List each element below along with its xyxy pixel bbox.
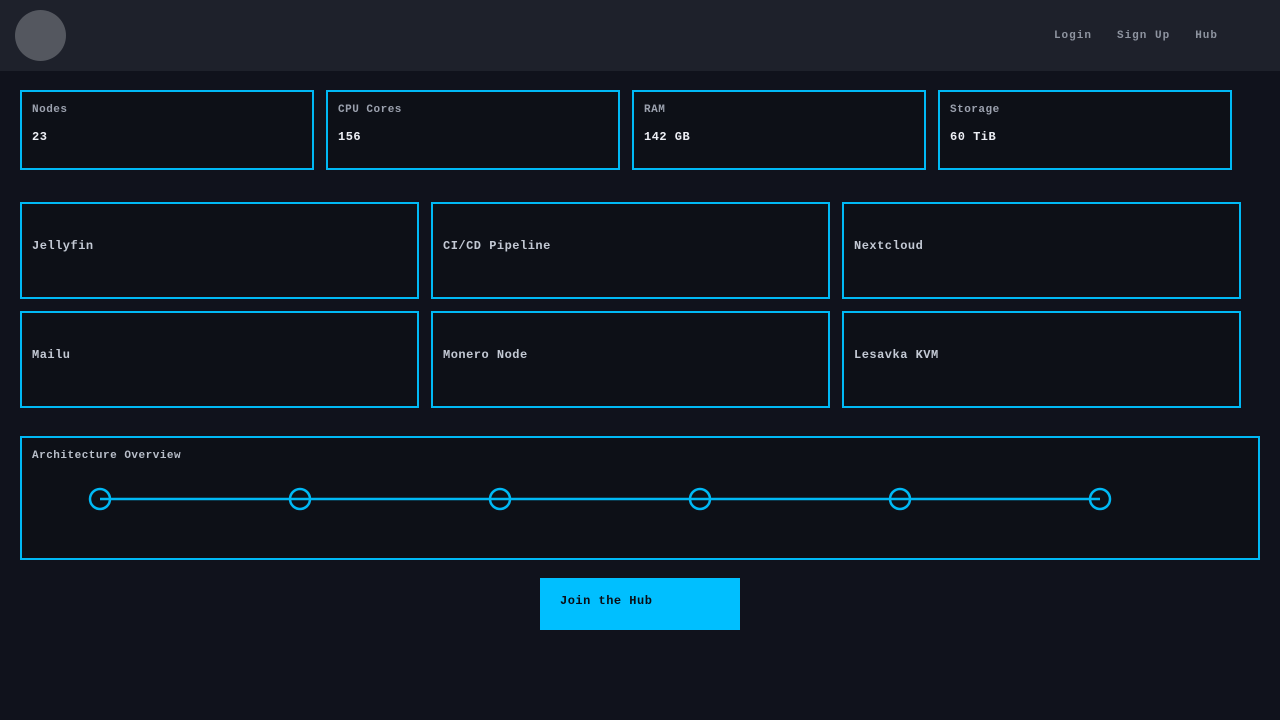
service-label: Mailu bbox=[32, 348, 71, 362]
stats-row: Nodes 23 CPU Cores 156 RAM 142 GB Storag… bbox=[20, 90, 1232, 170]
service-label: Monero Node bbox=[443, 348, 528, 362]
stat-label: Nodes bbox=[32, 104, 302, 116]
architecture-diagram bbox=[22, 438, 1258, 558]
service-card-cicd-pipeline[interactable]: CI/CD Pipeline bbox=[431, 202, 830, 299]
stat-value: 142 GB bbox=[644, 130, 914, 144]
service-card-monero-node[interactable]: Monero Node bbox=[431, 311, 830, 408]
nav-links: Login Sign Up Hub bbox=[1054, 30, 1218, 42]
avatar[interactable] bbox=[15, 10, 66, 61]
service-card-mailu[interactable]: Mailu bbox=[20, 311, 419, 408]
stat-label: CPU Cores bbox=[338, 104, 608, 116]
stat-value: 156 bbox=[338, 130, 608, 144]
service-label: Jellyfin bbox=[32, 239, 94, 253]
stat-card-storage: Storage 60 TiB bbox=[938, 90, 1232, 170]
stat-value: 60 TiB bbox=[950, 130, 1220, 144]
architecture-overview-card: Architecture Overview bbox=[20, 436, 1260, 560]
service-label: CI/CD Pipeline bbox=[443, 239, 551, 253]
service-card-lesavka-kvm[interactable]: Lesavka KVM bbox=[842, 311, 1241, 408]
stat-card-nodes: Nodes 23 bbox=[20, 90, 314, 170]
nav-link-hub[interactable]: Hub bbox=[1195, 30, 1218, 42]
join-hub-button[interactable]: Join the Hub bbox=[540, 578, 740, 630]
services-grid: Jellyfin CI/CD Pipeline Nextcloud Mailu … bbox=[20, 202, 1241, 408]
stat-label: RAM bbox=[644, 104, 914, 116]
nav-link-sign-up[interactable]: Sign Up bbox=[1117, 30, 1170, 42]
nav-link-login[interactable]: Login bbox=[1054, 30, 1092, 42]
stat-card-cpu-cores: CPU Cores 156 bbox=[326, 90, 620, 170]
stat-card-ram: RAM 142 GB bbox=[632, 90, 926, 170]
service-label: Nextcloud bbox=[854, 239, 923, 253]
cta-row: Join the Hub bbox=[0, 578, 1280, 630]
service-card-jellyfin[interactable]: Jellyfin bbox=[20, 202, 419, 299]
navbar: Login Sign Up Hub bbox=[0, 0, 1280, 71]
stat-label: Storage bbox=[950, 104, 1220, 116]
service-card-nextcloud[interactable]: Nextcloud bbox=[842, 202, 1241, 299]
service-label: Lesavka KVM bbox=[854, 348, 939, 362]
stat-value: 23 bbox=[32, 130, 302, 144]
